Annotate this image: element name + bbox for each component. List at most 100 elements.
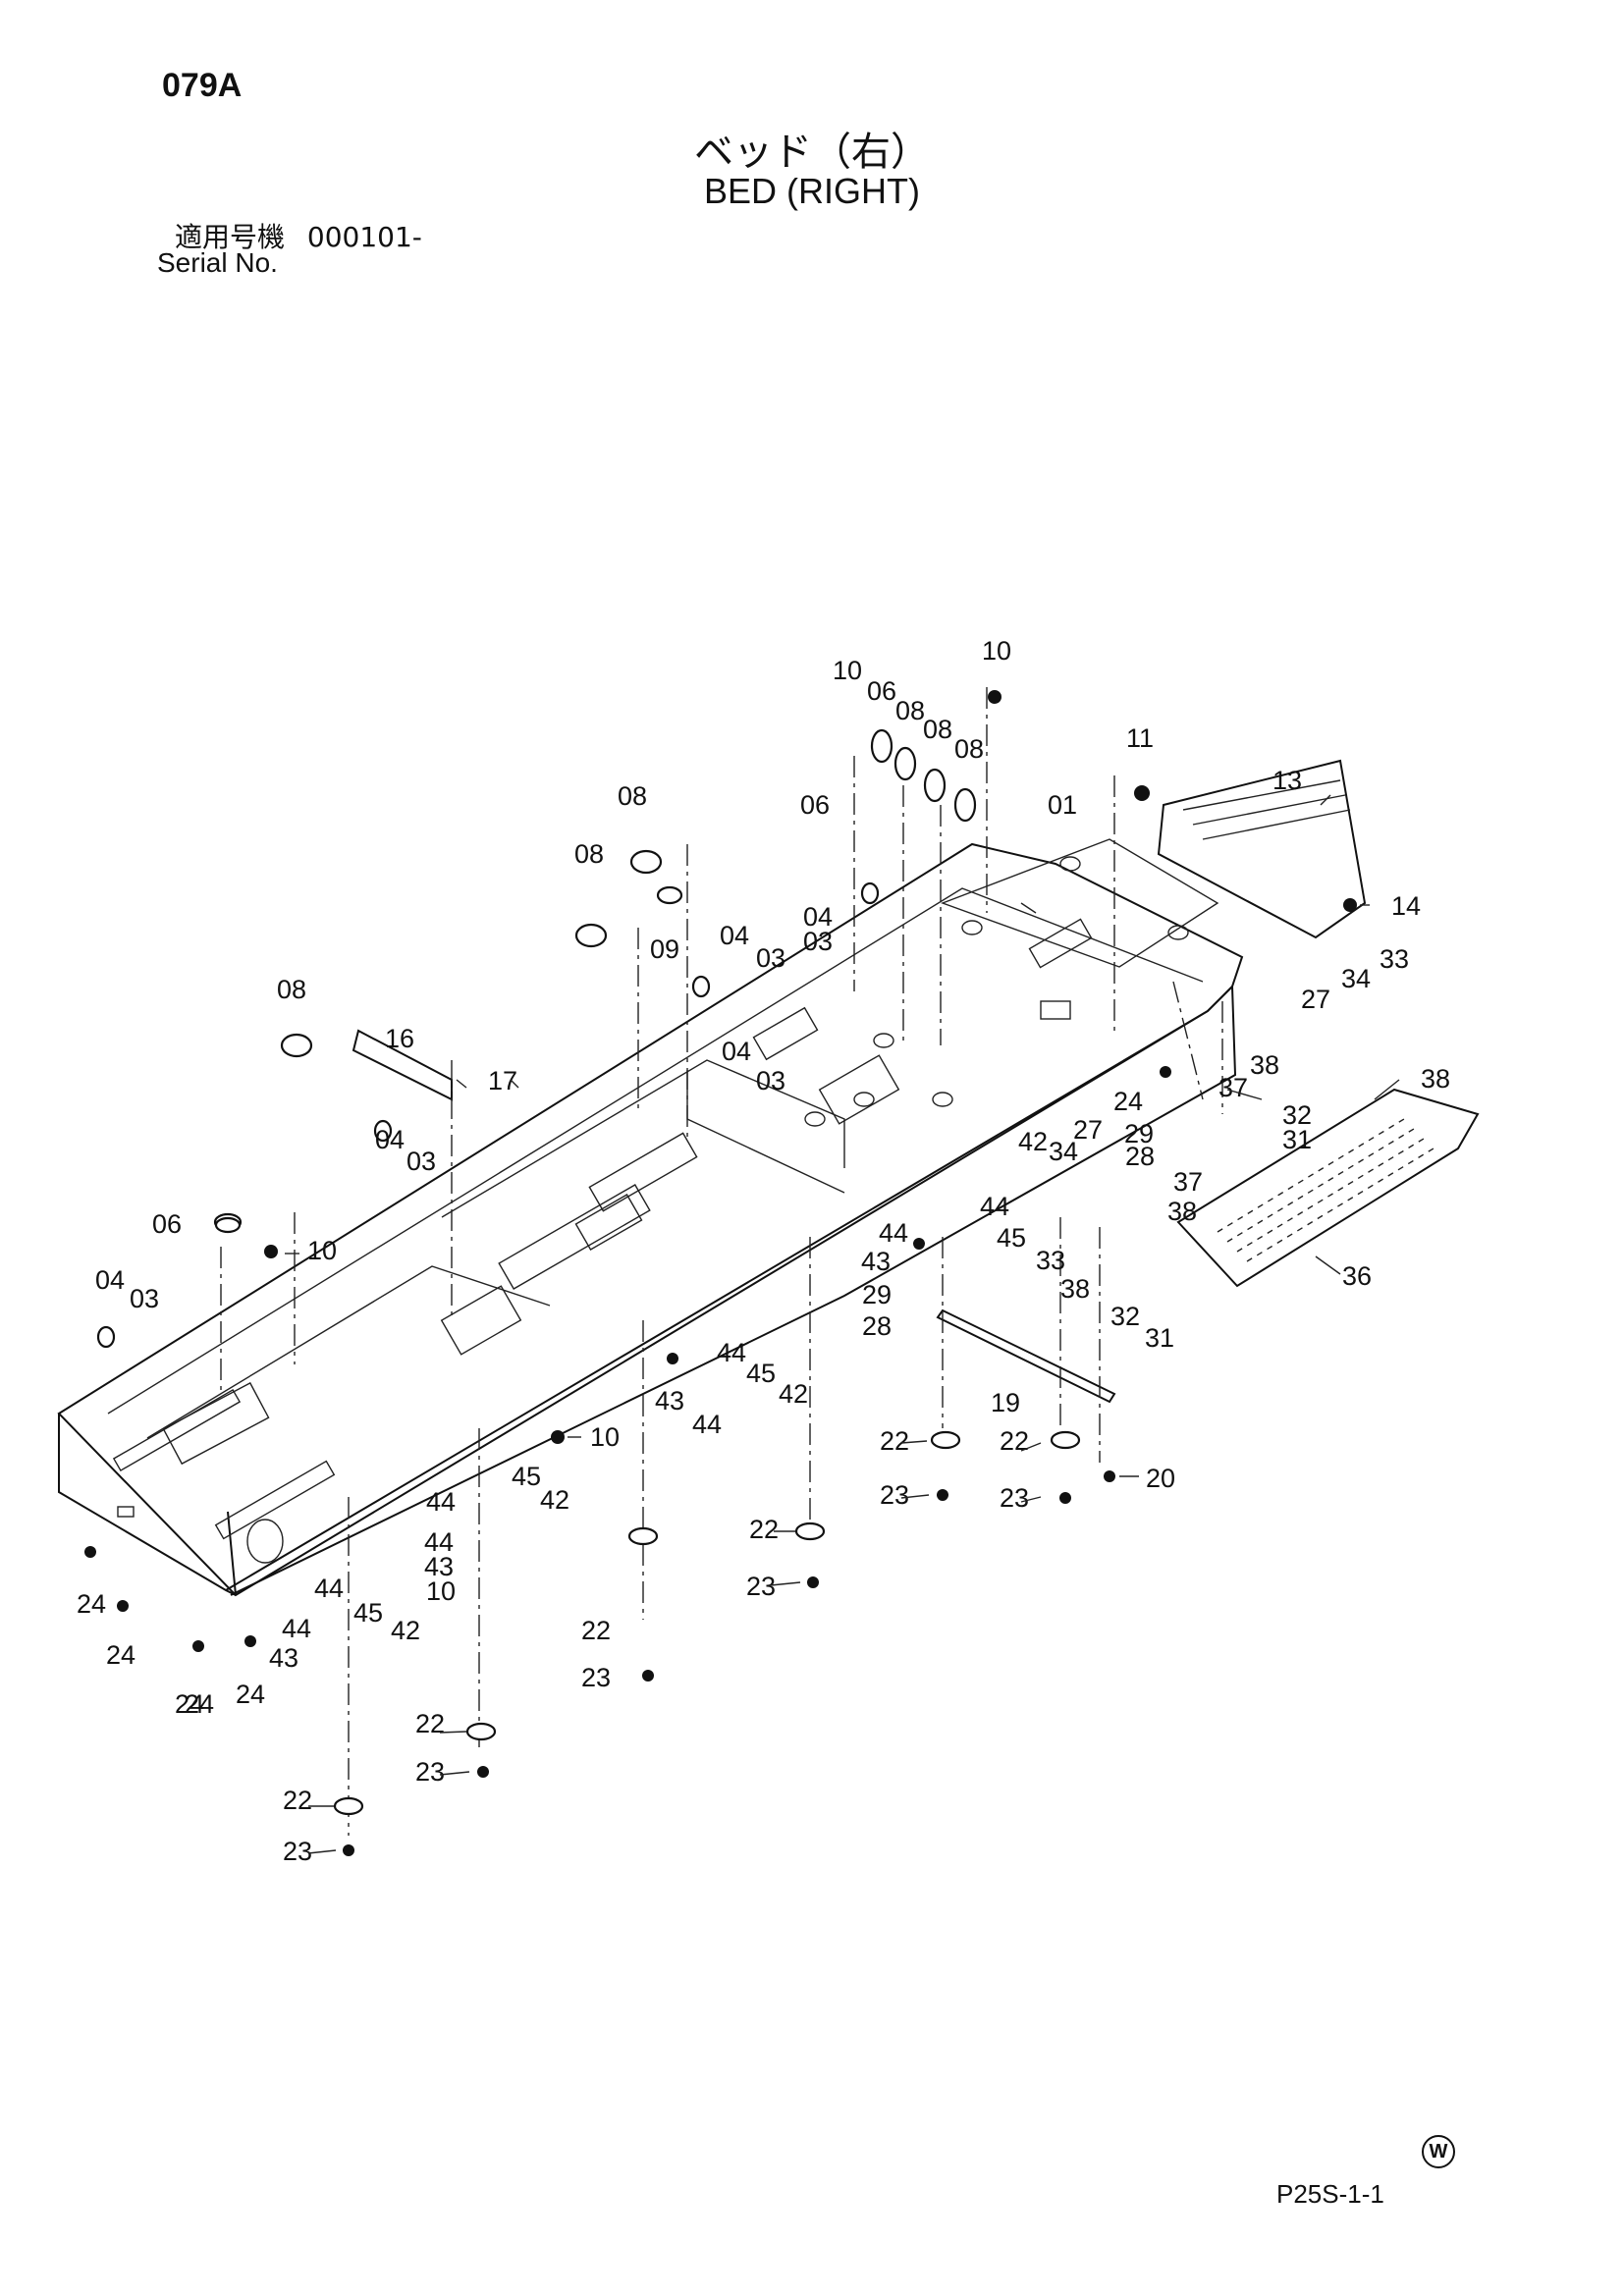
callout-label: 45	[512, 1462, 541, 1491]
callout-label: 14	[1391, 891, 1421, 921]
callout-label: 34	[1341, 964, 1371, 993]
callout-label: 13	[1272, 766, 1302, 795]
callout-label: 04	[803, 902, 833, 932]
callout-label: 43	[655, 1386, 684, 1415]
strip-19	[936, 1308, 1116, 1404]
callout-label: 22	[880, 1426, 909, 1456]
serial-label-english: Serial No.	[157, 247, 278, 278]
callout-label: 24	[77, 1589, 106, 1619]
callout-label: 19	[991, 1388, 1020, 1417]
callout-label: 44	[424, 1527, 454, 1557]
callout-label: 06	[867, 676, 896, 706]
callout-label: 03	[406, 1147, 436, 1176]
callout-label: 23	[581, 1663, 611, 1692]
callout-label: 27	[1073, 1115, 1103, 1145]
callout-label: 45	[997, 1223, 1026, 1253]
callout-label: 08	[618, 781, 647, 811]
assembly-guide-lines	[220, 687, 1223, 1836]
callout-label: 44	[314, 1574, 344, 1603]
callout-label: 10	[833, 656, 862, 685]
callout-label: 23	[415, 1757, 445, 1787]
callout-label: 45	[353, 1598, 383, 1628]
callout-label: 37	[1173, 1167, 1203, 1197]
callout-label: 03	[803, 927, 833, 956]
serial-label-jp-text: 適用号機	[175, 221, 286, 253]
callout-label: 04	[720, 921, 749, 950]
callout-label: 23	[880, 1480, 909, 1510]
callout-label: 44	[879, 1218, 908, 1248]
callout-label: 42	[779, 1379, 808, 1409]
title-english: BED (RIGHT)	[704, 171, 920, 211]
callout-label: 38	[1060, 1274, 1090, 1304]
callout-label: 09	[650, 934, 679, 964]
callout-label: 44	[717, 1338, 746, 1367]
callout-label: 08	[895, 696, 925, 725]
callout-label: 37	[1218, 1073, 1248, 1102]
callout-label: 04	[375, 1125, 405, 1154]
serial-label-japanese: 適用号機 000101-	[175, 216, 422, 255]
callout-label: 10	[307, 1236, 337, 1265]
callout-label: 22	[749, 1515, 779, 1544]
callout-label: 38	[1167, 1197, 1197, 1226]
callout-label: 34	[1049, 1137, 1078, 1166]
callout-label: 08	[574, 839, 604, 869]
callout-label: 38	[1421, 1064, 1450, 1094]
callout-label: 23	[1000, 1483, 1029, 1513]
callout-label: 10	[590, 1422, 620, 1452]
callout-label: 29	[1124, 1119, 1154, 1148]
callout-label: 42	[540, 1485, 569, 1515]
callout-label: 04	[95, 1265, 125, 1295]
callout-label: 27	[1301, 985, 1330, 1014]
step-plate-36	[1176, 1088, 1480, 1288]
callout-label: 16	[385, 1024, 414, 1053]
callout-label: 10	[426, 1576, 456, 1606]
callout-label: 17	[488, 1066, 517, 1095]
callout-label: 43	[424, 1552, 454, 1581]
callout-label: 08	[923, 715, 952, 744]
callout-label: 24	[106, 1640, 135, 1670]
callout-label: 45	[746, 1359, 776, 1388]
callout-label: 24	[175, 1689, 204, 1719]
callout-label: 36	[1342, 1261, 1372, 1291]
callout-label: 24	[1113, 1087, 1143, 1116]
callout-label: 08	[954, 734, 984, 764]
callout-label: 03	[756, 1066, 785, 1095]
callout-label: 42	[391, 1616, 420, 1645]
callout-label: 32	[1110, 1302, 1140, 1331]
callout-label: 11	[1126, 723, 1154, 753]
callout-label: 23	[283, 1837, 312, 1866]
callout-label: 33	[1380, 944, 1409, 974]
callout-label: 10	[982, 636, 1011, 666]
callout-label: 44	[426, 1487, 456, 1517]
callout-label: 01	[1048, 790, 1077, 820]
callout-label: 38	[1250, 1050, 1279, 1080]
callout-label: 44	[980, 1192, 1009, 1221]
callout-label: 42	[1018, 1127, 1048, 1156]
callout-label: 22	[1000, 1426, 1029, 1456]
callout-label: 31	[1282, 1125, 1312, 1154]
callout-label: 08	[277, 975, 306, 1004]
serial-value: 000101-	[306, 221, 422, 253]
callout-label: 20	[1146, 1464, 1175, 1493]
leader-lines	[285, 794, 1400, 1854]
callout-label: 03	[756, 943, 785, 973]
part-glyphs	[84, 690, 1357, 1856]
callout-label: 22	[581, 1616, 611, 1645]
watermark-mark: W	[1422, 2135, 1455, 2168]
callout-label: 06	[152, 1209, 182, 1239]
callout-label: 44	[282, 1614, 311, 1643]
callout-label: 04	[722, 1037, 751, 1066]
callout-label: 23	[746, 1572, 776, 1601]
callout-label: 24	[236, 1680, 265, 1709]
callout-label: 28	[1125, 1142, 1155, 1171]
callout-label: 43	[269, 1643, 298, 1673]
plate-13	[1157, 759, 1367, 939]
callout-label: 33	[1036, 1246, 1065, 1275]
bed-frame	[57, 838, 1244, 1597]
page-code: 079A	[162, 67, 243, 104]
callout-label: 28	[862, 1311, 892, 1341]
callout-label: 29	[862, 1280, 892, 1309]
callout-labels: 10 06 08 08 08 10 06 11 01 13 14 08 08 0…	[77, 636, 1450, 1866]
title-japanese: ベッド（右）	[694, 130, 930, 175]
